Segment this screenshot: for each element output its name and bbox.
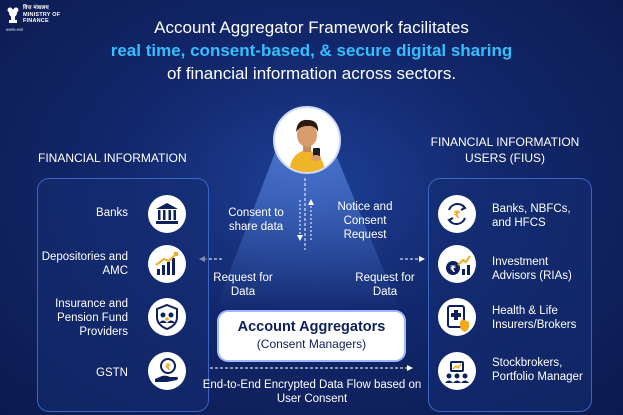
ministry-line1: MINISTRY OF bbox=[23, 11, 61, 18]
fi-section-title: FINANCIAL INFORMATION bbox=[38, 151, 187, 165]
exchange-rupee-icon: ₹ bbox=[438, 195, 476, 233]
svg-text:₹: ₹ bbox=[450, 265, 456, 275]
health-shield-icon bbox=[438, 298, 476, 336]
ministry-hindi: वित्त मंत्रालय bbox=[23, 5, 49, 11]
fi-item-insurance: Insurance and Pension Fund Providers bbox=[55, 298, 128, 338]
heading-line3: of financial information across sectors. bbox=[166, 64, 457, 83]
fiu-title-line1: FINANCIAL INFORMATION bbox=[430, 135, 580, 149]
ministry-motto: सत्यमेव जयते bbox=[6, 28, 24, 32]
fiu-item-insurers: Health & Life Insurers/Brokers bbox=[492, 305, 577, 331]
fiu-item-banks: Banks, NBFCs, and HFCS bbox=[492, 203, 571, 229]
portfolio-group-icon bbox=[438, 352, 476, 390]
fi-item-depositories: Depositories and AMC bbox=[41, 251, 128, 277]
person-with-phone-icon bbox=[289, 119, 325, 172]
family-protection-icon bbox=[148, 298, 186, 336]
fiu-item-stockbrokers: Stockbrokers, Portfolio Manager bbox=[492, 357, 583, 383]
light-beam bbox=[215, 150, 400, 310]
svg-text:₹: ₹ bbox=[454, 210, 461, 221]
aa-title: Account Aggregators bbox=[237, 319, 386, 335]
consent-share-text: Consent to share data bbox=[228, 207, 284, 233]
heading-line2: real time, consent-based, & secure digit… bbox=[110, 41, 513, 60]
account-aggregators-box: Account Aggregators (Consent Managers) bbox=[219, 312, 404, 360]
growth-chart-icon bbox=[148, 245, 186, 283]
bank-icon bbox=[148, 195, 186, 233]
fiu-item-advisors: Investment Advisors (RIAs) bbox=[492, 256, 572, 282]
request-left-text: Request for Data bbox=[213, 272, 273, 298]
ministry-line2: FINANCE bbox=[23, 18, 49, 24]
ministry-logo: वित्त मंत्रालय MINISTRY OF FINANCE सत्यम… bbox=[6, 4, 68, 34]
svg-text:₹: ₹ bbox=[165, 363, 171, 373]
fi-item-banks: Banks bbox=[96, 207, 128, 219]
fiu-section-title: FINANCIAL INFORMATION USERS (FIUS) bbox=[420, 134, 590, 166]
ministry-name: वित्त मंत्रालय MINISTRY OF FINANCE bbox=[23, 5, 60, 25]
request-right-text: Request for Data bbox=[355, 272, 415, 298]
encrypted-flow-text: End-to-End Encrypted Data Flow based on … bbox=[202, 379, 422, 405]
investment-growth-icon: ₹ bbox=[438, 245, 476, 283]
aa-subtitle: (Consent Managers) bbox=[256, 337, 367, 351]
heading-line1: Account Aggregator Framework facilitates bbox=[154, 18, 469, 37]
notice-consent-text: Notice and Consent Request bbox=[337, 201, 393, 241]
fiu-title-line2: USERS (FIUS) bbox=[464, 151, 545, 165]
national-emblem-icon bbox=[7, 7, 19, 23]
rupee-coin-hand-icon: ₹ bbox=[148, 352, 186, 390]
user-avatar bbox=[273, 106, 341, 174]
fi-item-gstn: GSTN bbox=[96, 367, 128, 379]
